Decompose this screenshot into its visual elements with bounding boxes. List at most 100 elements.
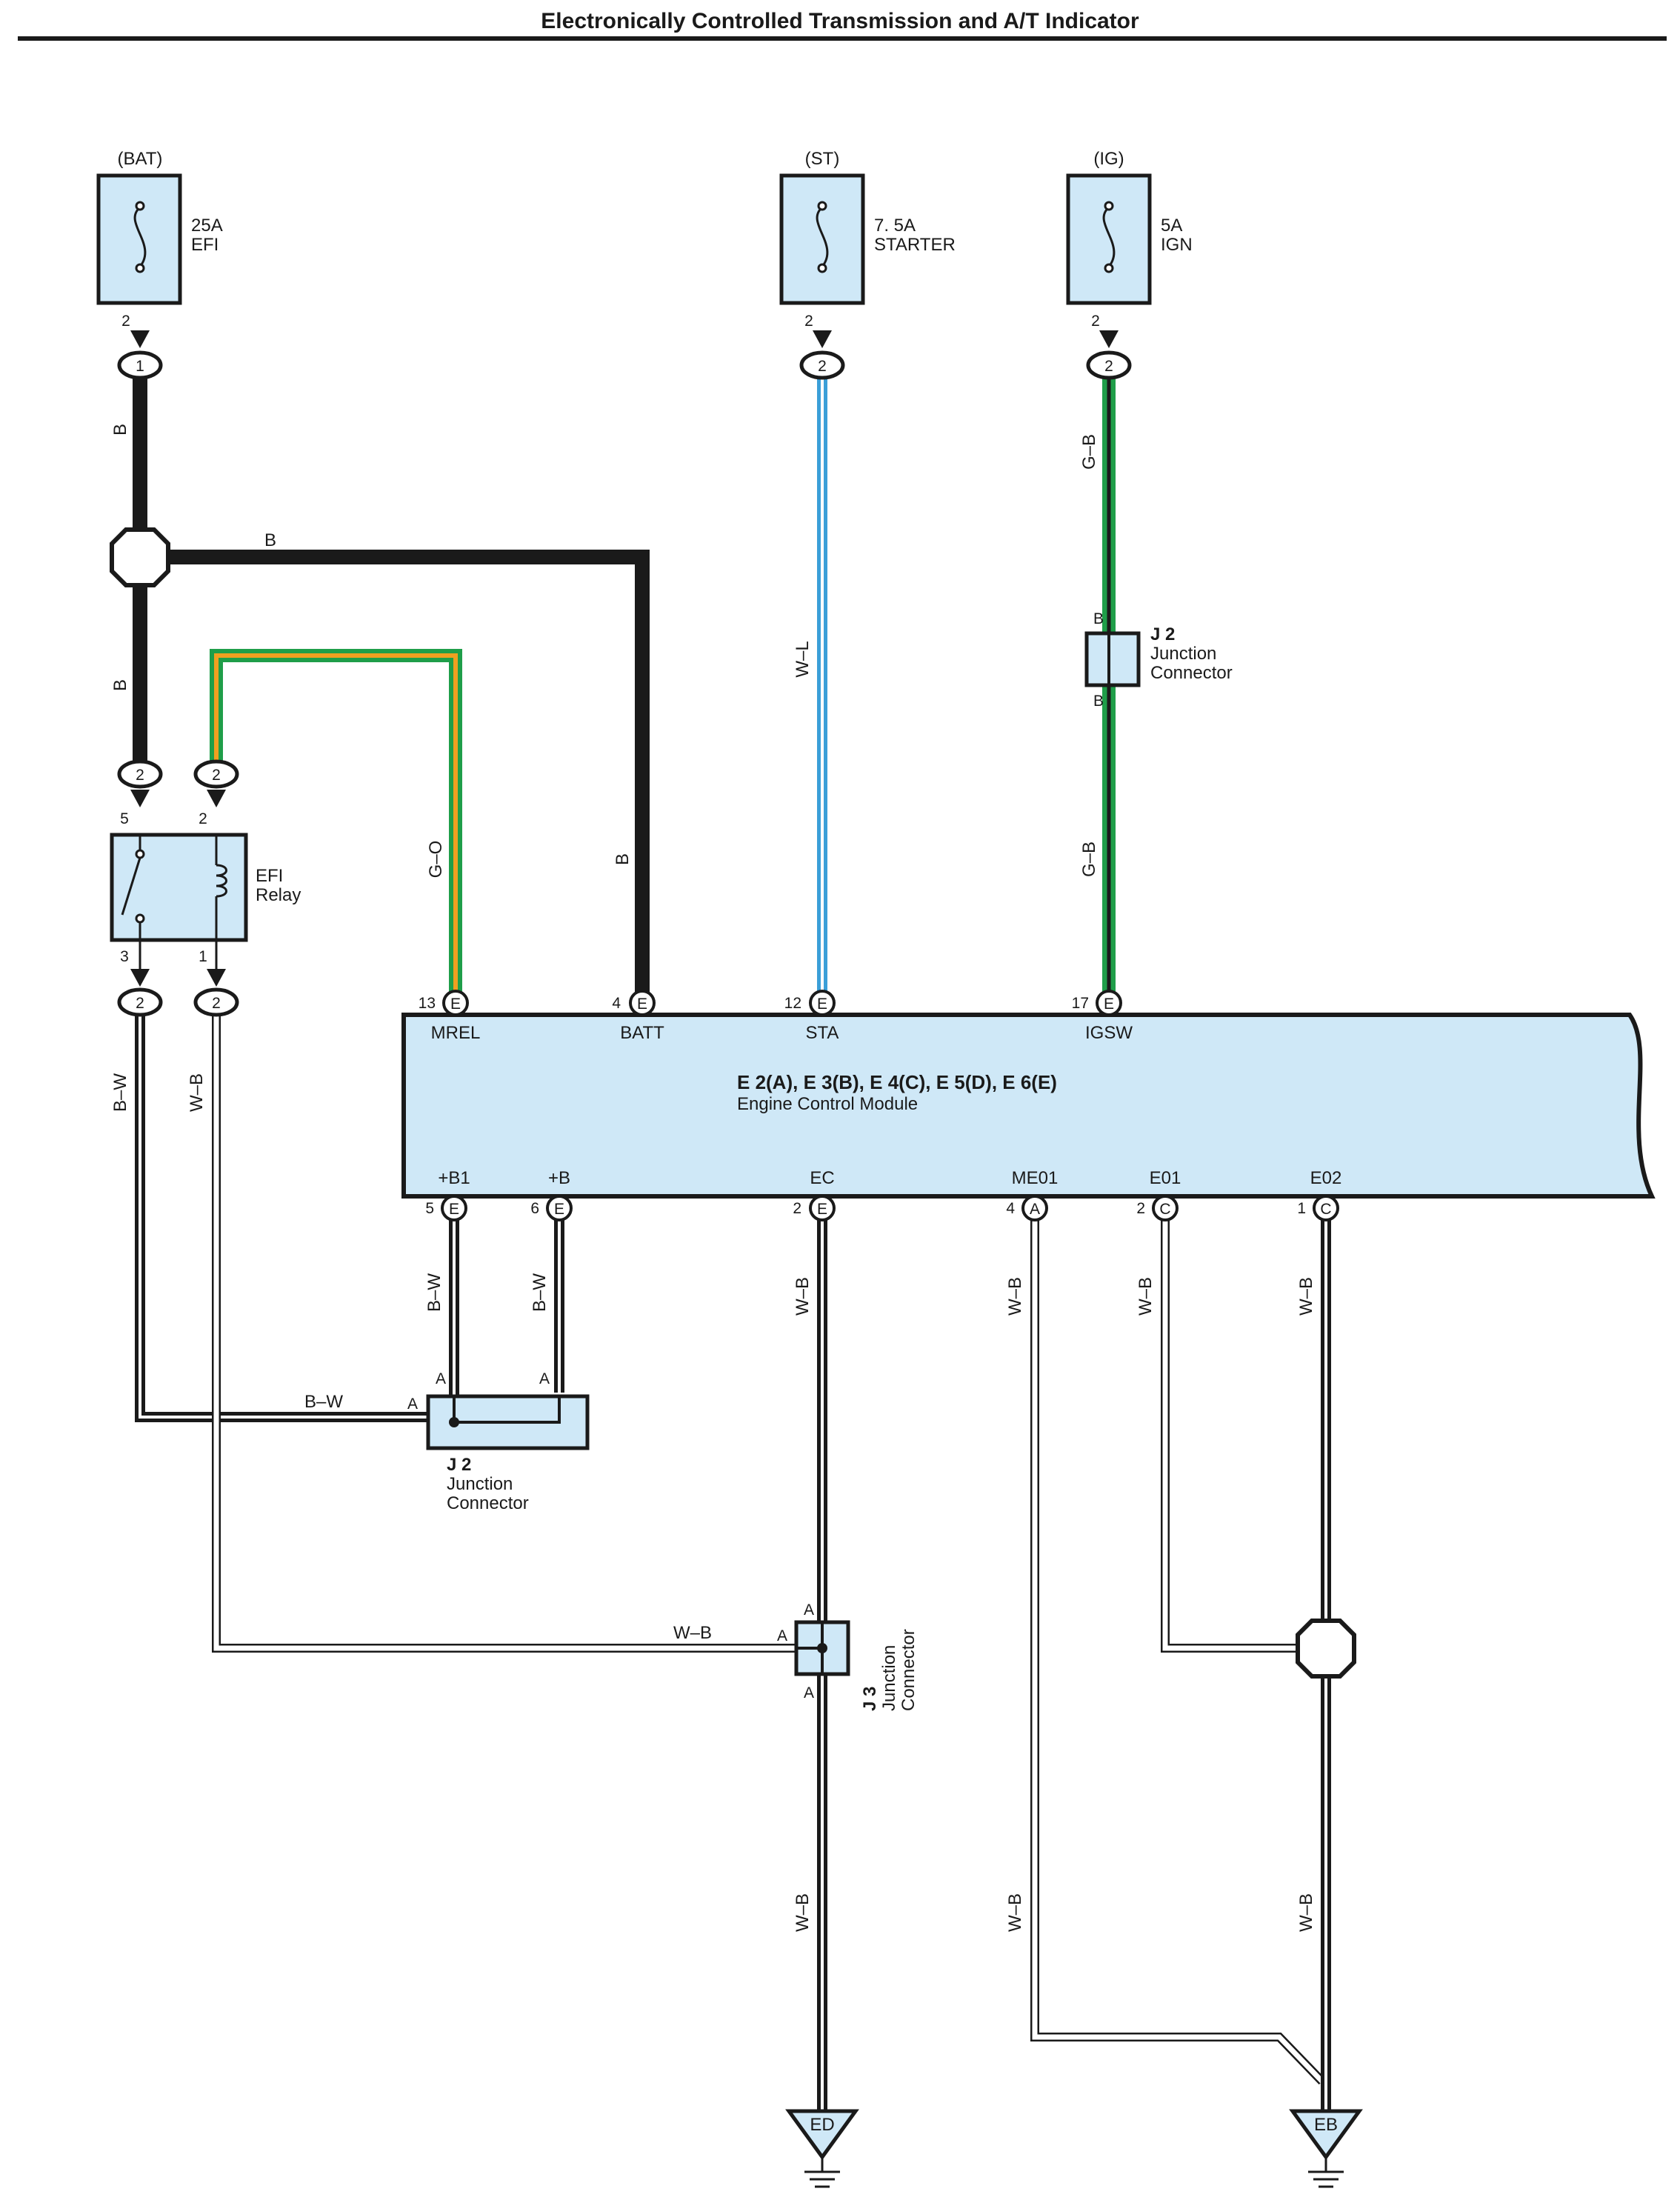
ecm-connectors: E 2(A), E 3(B), E 4(C), E 5(D), E 6(E) <box>737 1071 1057 1093</box>
terminal-num: 4 <box>612 995 621 1012</box>
wire-wb-me01 <box>1030 1215 1326 2085</box>
relay-pin-5: 5 <box>120 810 129 827</box>
terminal-name: BATT <box>620 1023 664 1043</box>
wire-label-wl: W–L <box>793 641 813 677</box>
wire-bw-relay <box>135 1011 454 1422</box>
terminal-conn: E <box>1104 996 1114 1013</box>
wire-label-wb-7: W–B <box>793 1893 813 1932</box>
ecm-terminal-igsw: 17 E IGSW <box>1072 990 1133 1043</box>
fuse-ign-name: IGN <box>1161 235 1193 255</box>
ecm-terminal-e02: E02 1 C <box>1297 1168 1342 1221</box>
terminal-conn: E <box>554 1201 564 1218</box>
junction-j2-lower: A A A J 2 Junction Connector <box>407 1370 590 1513</box>
wire-label-wb-2: W–B <box>673 1623 712 1643</box>
splice-point-wb <box>1296 1619 1356 1679</box>
wire-label-bw-1: B–W <box>110 1073 130 1112</box>
ground-ed: ED <box>785 2109 859 2188</box>
terminal-conn: E <box>450 996 461 1013</box>
ground-ed-label: ED <box>810 2115 834 2135</box>
relay-pin-3: 3 <box>120 948 129 965</box>
fuse-starter-source: (ST) <box>805 149 840 169</box>
fuse-efi-conn-pin: 1 <box>136 358 144 375</box>
terminal-num: 12 <box>784 995 801 1012</box>
terminal-conn: E <box>817 996 827 1013</box>
j2-upper-line1: Junction <box>1150 644 1216 664</box>
terminal-conn: E <box>449 1201 459 1218</box>
ecm-terminal-batt: 4 E BATT <box>612 990 664 1043</box>
efi-relay: 2 2 5 2 EFI Relay 3 1 2 2 <box>110 759 301 1017</box>
ground-eb-label: EB <box>1314 2115 1338 2135</box>
ecm-terminal-sta: 12 E STA <box>784 990 839 1043</box>
terminal-name: STA <box>806 1023 839 1043</box>
relay-name: EFI <box>256 866 283 886</box>
j2-lower-line1: Junction <box>447 1474 513 1494</box>
terminal-conn: A <box>1030 1201 1040 1218</box>
junction-j3: A A A J 3 Junction Connector <box>777 1601 919 1711</box>
wire-label-wb-4: W–B <box>1005 1277 1025 1316</box>
terminal-name: ME01 <box>1012 1168 1059 1188</box>
page-title: Electronically Controlled Transmission a… <box>541 9 1139 33</box>
fuse-starter: (ST) 7. 5A STARTER 2 2 <box>779 149 956 380</box>
wire-wb-relay <box>212 1011 822 1653</box>
terminal-name: IGSW <box>1085 1023 1133 1043</box>
relay-conn-pin-upper-right: 2 <box>212 767 221 784</box>
terminal-name: +B1 <box>438 1168 470 1188</box>
wire-label-wb-3: W–B <box>793 1277 813 1316</box>
terminal-name: +B <box>548 1168 570 1188</box>
relay-name-2: Relay <box>256 885 301 905</box>
wire-label-wb-6: W–B <box>1296 1277 1316 1316</box>
terminal-conn: C <box>1159 1201 1170 1218</box>
wire-wb-e01 <box>1161 1215 1326 1653</box>
ecm-terminal-mrel: 13 E MREL <box>419 990 481 1043</box>
splice-point-b <box>110 527 170 587</box>
j3-line2: Connector <box>899 1629 919 1711</box>
j3-pin-top: A <box>804 1601 814 1619</box>
wire-label-go: G–O <box>426 841 446 879</box>
relay-pin-2: 2 <box>199 810 207 827</box>
wire-label-wb-8: W–B <box>1005 1893 1025 1932</box>
wire-label-gb-2: G–B <box>1079 841 1099 877</box>
fuse-ign-conn-pin: 2 <box>1104 358 1113 375</box>
engine-control-module: E 2(A), E 3(B), E 4(C), E 5(D), E 6(E) E… <box>401 1013 1656 1199</box>
terminal-num: 17 <box>1072 995 1089 1012</box>
ground-eb: EB <box>1289 2109 1363 2188</box>
wire-label-b-2: B <box>264 530 276 550</box>
wire-label-bw-3: B–W <box>530 1273 550 1312</box>
wire-go-mrel <box>210 649 462 996</box>
terminal-conn: E <box>817 1201 827 1218</box>
terminal-name: EC <box>810 1168 834 1188</box>
fuse-ign: (IG) 5A IGN 2 2 <box>1066 149 1193 380</box>
fuse-ign-pin: 2 <box>1091 313 1100 330</box>
j2-upper-line2: Connector <box>1150 663 1233 683</box>
j2-lower-line2: Connector <box>447 1493 529 1513</box>
terminal-name: MREL <box>431 1023 481 1043</box>
terminal-num: 2 <box>793 1200 801 1217</box>
fuse-icon <box>133 206 147 267</box>
wire-label-b-4: B <box>613 853 633 865</box>
fuse-icon <box>1102 206 1116 267</box>
wire-label-bw-4: B–W <box>304 1392 343 1412</box>
fuse-efi-source: (BAT) <box>118 149 163 169</box>
relay-switch-icon <box>121 857 141 916</box>
j2-lower-id: J 2 <box>447 1455 471 1475</box>
fuse-efi-rating: 25A <box>191 216 223 236</box>
relay-conn-pin-upper-left: 2 <box>136 767 144 784</box>
fuse-ign-rating: 5A <box>1161 216 1182 236</box>
j2-upper-pin-out: B <box>1093 693 1104 710</box>
fuse-ign-source: (IG) <box>1093 149 1124 169</box>
fuse-icon <box>816 206 829 267</box>
terminal-conn: C <box>1320 1201 1331 1218</box>
j2-lower-pin-1: A <box>436 1370 446 1387</box>
j3-line1: Junction <box>879 1645 899 1711</box>
relay-conn-pin-lower-left: 2 <box>136 995 144 1012</box>
terminal-name: E02 <box>1310 1168 1342 1188</box>
wire-label-wb-5: W–B <box>1136 1277 1156 1316</box>
fuse-starter-name: STARTER <box>874 235 956 255</box>
terminal-name: E01 <box>1150 1168 1181 1188</box>
ecm-terminal-e01: E01 2 C <box>1136 1168 1181 1221</box>
ecm-terminal-b1: +B1 5 E <box>425 1168 470 1221</box>
j2-lower-pin-2: A <box>539 1370 550 1387</box>
ecm-name: Engine Control Module <box>737 1094 918 1114</box>
fuse-starter-pin: 2 <box>804 313 813 330</box>
relay-conn-pin-lower-right: 2 <box>212 995 221 1012</box>
